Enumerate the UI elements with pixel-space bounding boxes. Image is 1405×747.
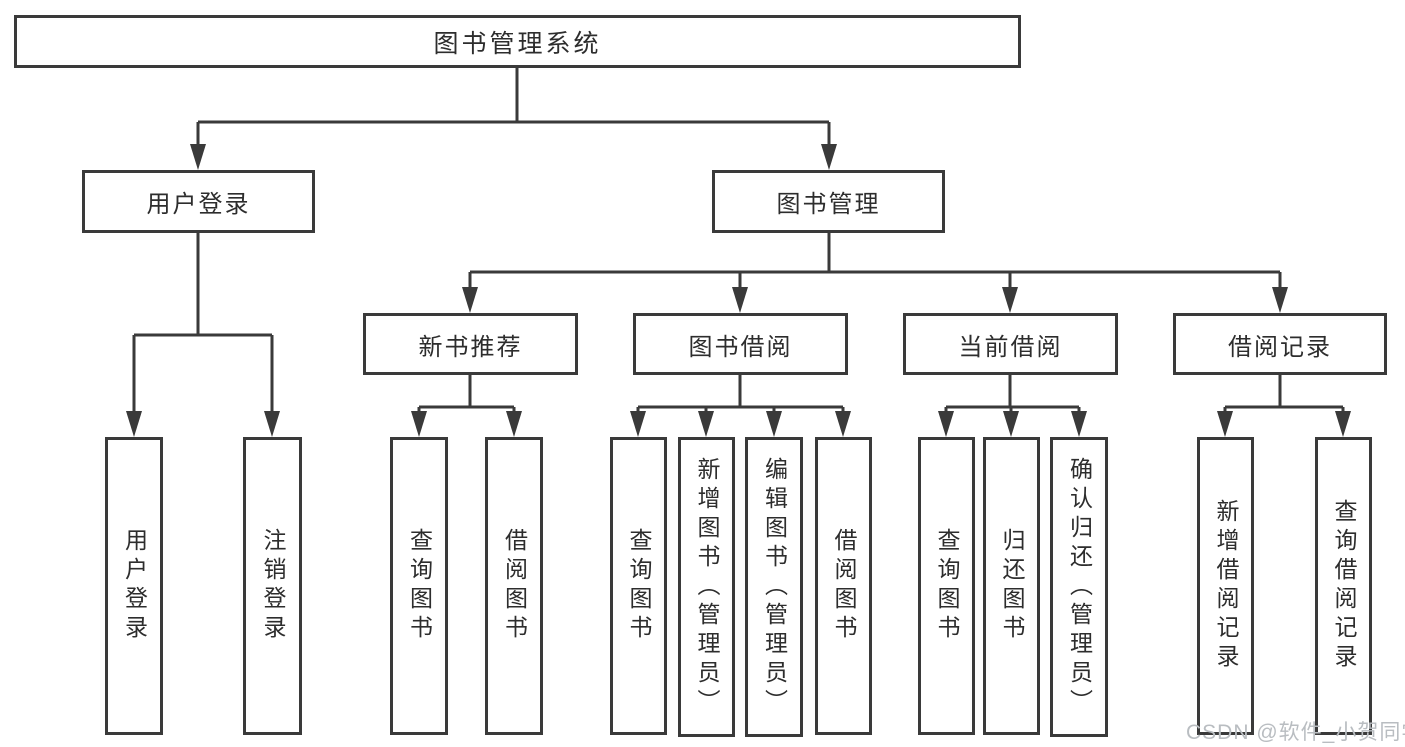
arrowhead (1217, 411, 1233, 437)
arrowhead (938, 411, 954, 437)
node-leaf-confirm-return-admin: 确认归还（管理员） (1050, 437, 1108, 737)
node-user-login: 用户登录 (82, 170, 315, 233)
node-leaf-logout: 注销登录 (243, 437, 302, 735)
node-leaf-query-borrow-record: 查询借阅记录 (1315, 437, 1372, 735)
arrowhead (630, 411, 646, 437)
node-new-book-recommend: 新书推荐 (363, 313, 578, 375)
arrowhead (190, 144, 206, 170)
node-current-borrowing: 当前借阅 (903, 313, 1118, 375)
arrowhead (698, 411, 714, 437)
node-leaf-borrow-book: 借阅图书 (815, 437, 872, 735)
node-borrowing-records: 借阅记录 (1173, 313, 1387, 375)
node-leaf-add-book-admin: 新增图书（管理员） (678, 437, 735, 737)
arrowhead (1272, 287, 1288, 313)
node-leaf-edit-book-admin: 编辑图书（管理员） (745, 437, 803, 737)
arrowhead (821, 144, 837, 170)
arrowhead (766, 411, 782, 437)
csdn-watermark: CSDN @软件_小贺同学 (1186, 721, 1405, 744)
arrowhead (1002, 287, 1018, 313)
arrowhead (462, 287, 478, 313)
arrowhead (1335, 411, 1351, 437)
arrowhead (126, 411, 142, 437)
node-library-management-system: 图书管理系统 (14, 15, 1021, 68)
node-leaf-add-borrow-record: 新增借阅记录 (1197, 437, 1254, 735)
arrowhead (835, 411, 851, 437)
node-book-management: 图书管理 (712, 170, 945, 233)
node-leaf-return-book: 归还图书 (983, 437, 1040, 735)
node-leaf-borrow-books-rec: 借阅图书 (485, 437, 543, 735)
arrowhead (1003, 411, 1019, 437)
arrowhead (264, 411, 280, 437)
arrowhead (506, 411, 522, 437)
arrowhead (411, 411, 427, 437)
arrowhead (732, 287, 748, 313)
node-leaf-user-login: 用户登录 (105, 437, 163, 735)
node-book-borrowing: 图书借阅 (633, 313, 848, 375)
node-leaf-query-books-borrow: 查询图书 (610, 437, 667, 735)
node-leaf-query-books-current: 查询图书 (918, 437, 975, 735)
arrowhead (1071, 411, 1087, 437)
node-leaf-query-books-rec: 查询图书 (390, 437, 448, 735)
arrowheads (126, 144, 1351, 437)
